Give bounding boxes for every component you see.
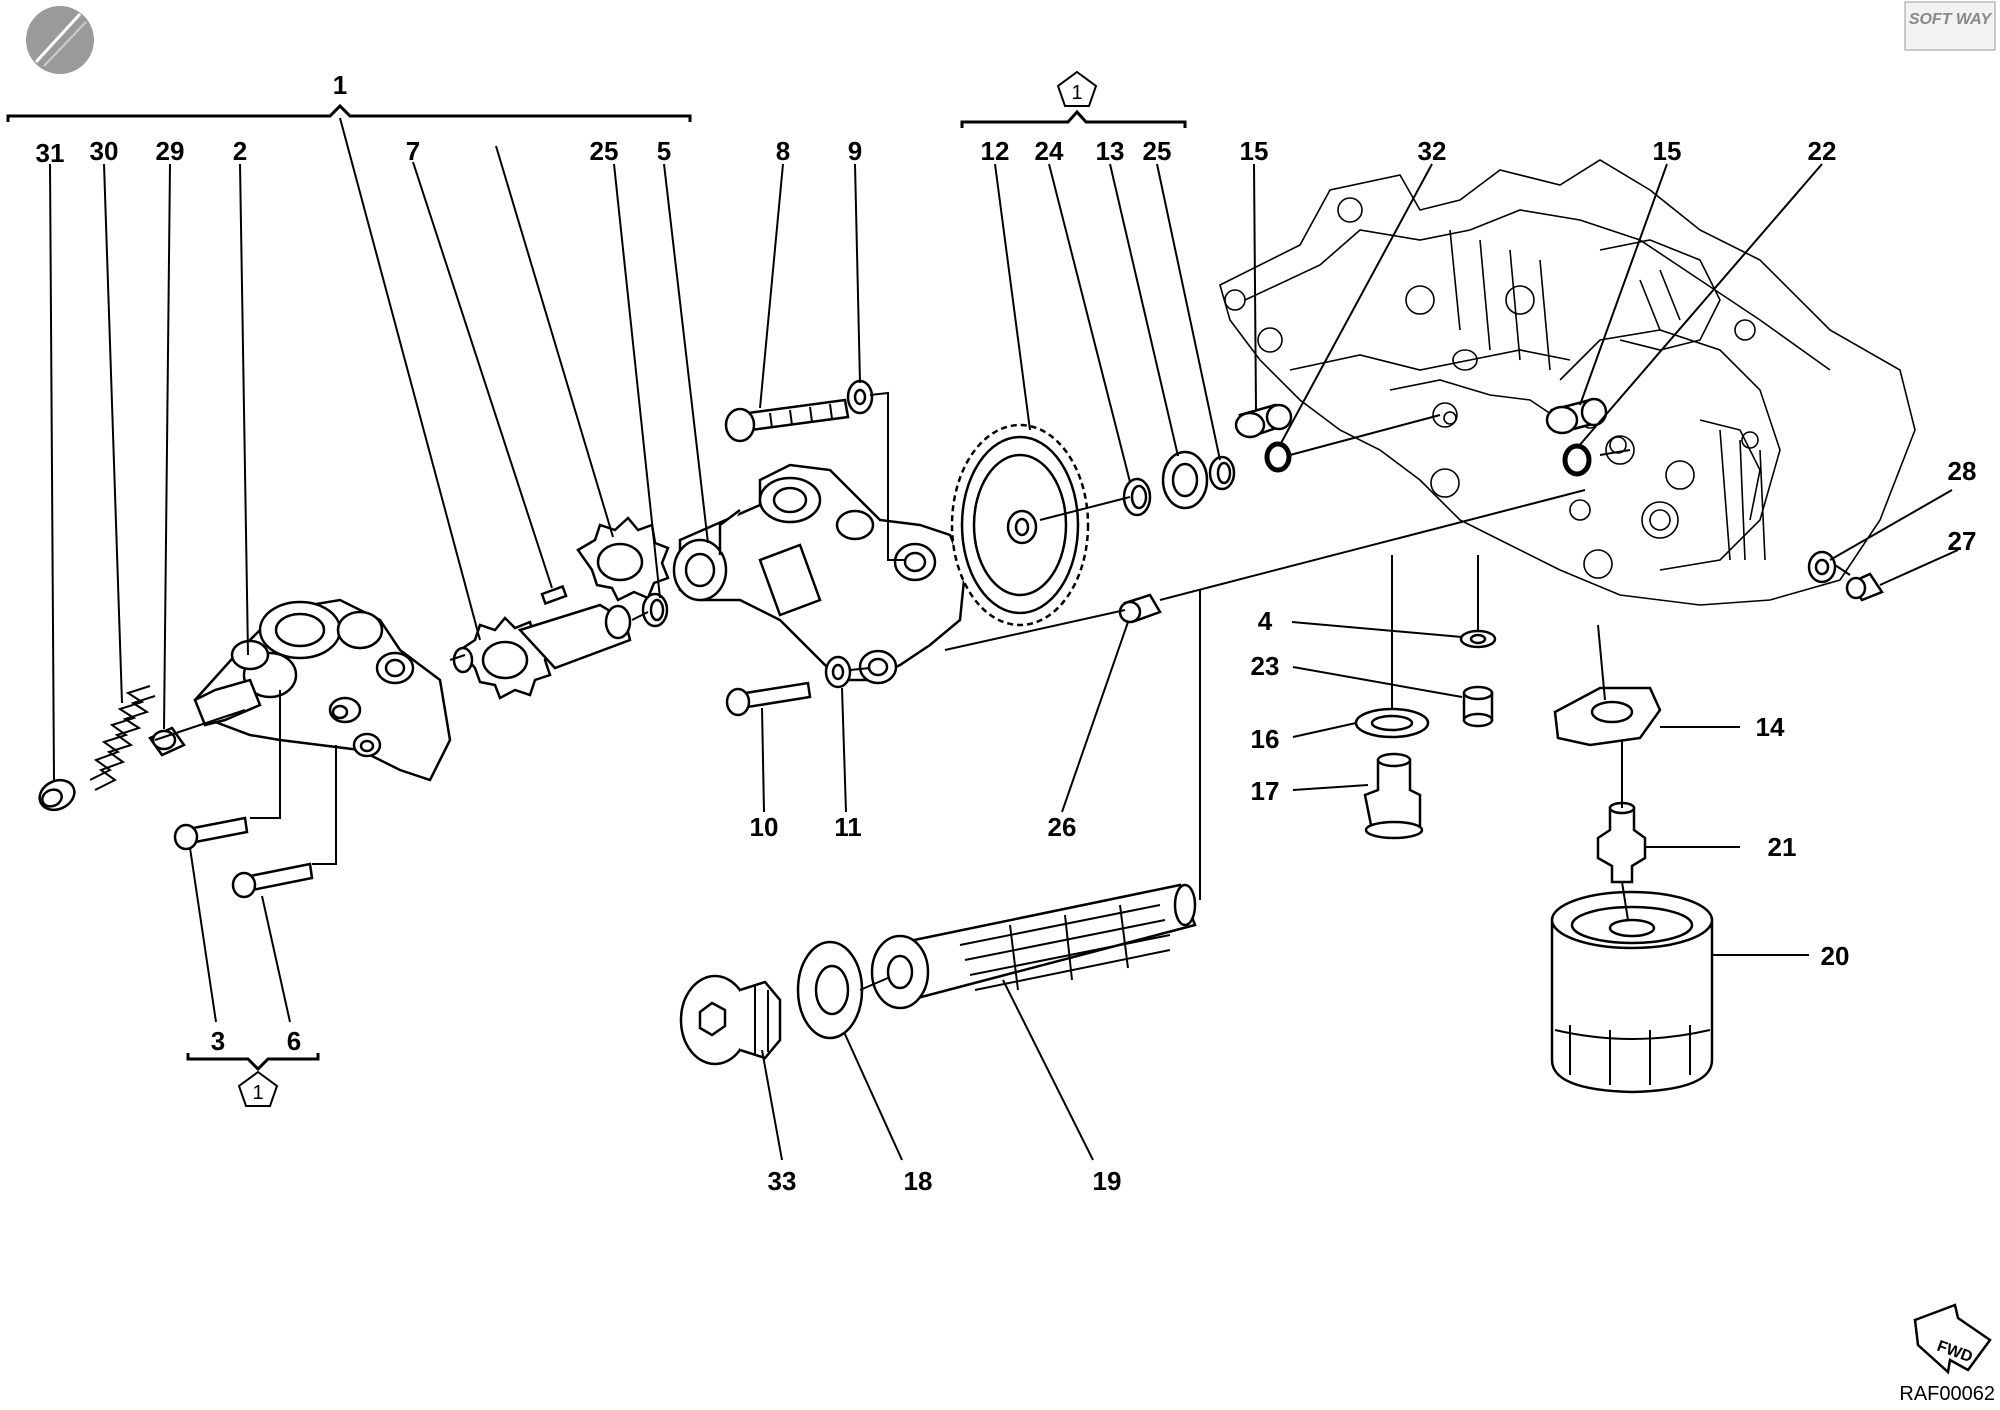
part-10-bolt[interactable] xyxy=(725,681,812,717)
part-17-drain-plug[interactable] xyxy=(1363,752,1424,840)
kit-bracket-bottom: 1 xyxy=(186,1053,320,1107)
callout-2: 2 xyxy=(233,136,247,166)
part-key[interactable] xyxy=(540,584,568,606)
callout-22: 22 xyxy=(1808,136,1837,166)
part-driven-gear[interactable] xyxy=(576,516,670,602)
part-15-bush[interactable] xyxy=(1545,397,1608,435)
group-bracket-1: 1 xyxy=(6,70,692,122)
part-23-plug[interactable] xyxy=(1462,685,1494,728)
callout-13: 13 xyxy=(1096,136,1125,166)
callout-31: 31 xyxy=(36,138,65,168)
kit-pentagon-icon xyxy=(237,1070,279,1107)
callout-15: 15 xyxy=(1653,136,1682,166)
callout-10: 10 xyxy=(750,812,779,842)
callout-21: 21 xyxy=(1768,832,1797,862)
part-33-plug[interactable] xyxy=(679,974,782,1066)
part-29-valve[interactable] xyxy=(148,726,186,757)
part-20-oil-filter[interactable] xyxy=(1550,890,1714,1094)
part-3-bolt[interactable] xyxy=(173,816,249,851)
part-27-plug[interactable] xyxy=(1845,572,1884,602)
assembly-lines xyxy=(154,391,1851,991)
callout-30: 30 xyxy=(90,136,119,166)
callout-4: 4 xyxy=(1258,606,1273,636)
callout-28: 28 xyxy=(1948,456,1977,486)
callout-25: 25 xyxy=(590,136,619,166)
part-16-washer[interactable] xyxy=(1354,707,1430,739)
part-4-washer[interactable] xyxy=(1459,629,1497,649)
circle-logo-icon xyxy=(26,6,94,74)
callout-11: 11 xyxy=(834,812,862,842)
part-18-washer[interactable] xyxy=(796,940,864,1040)
part-14-plate[interactable] xyxy=(1553,686,1662,747)
callout-27: 27 xyxy=(1948,526,1977,556)
callout-23: 23 xyxy=(1251,651,1280,681)
callout-17: 17 xyxy=(1251,776,1280,806)
part-6-bolt[interactable] xyxy=(231,862,314,899)
callout-18: 18 xyxy=(904,1166,933,1196)
callout-5: 5 xyxy=(657,136,671,166)
brand-mark: SOFT WAY xyxy=(1909,11,1993,28)
part-25-circlip[interactable] xyxy=(1208,455,1236,491)
kit-bracket-top: 1 xyxy=(960,70,1187,128)
callout-19: 19 xyxy=(1093,1166,1122,1196)
callout-33: 33 xyxy=(768,1166,797,1196)
part-8-bolt[interactable] xyxy=(724,398,850,443)
part-12-gear[interactable] xyxy=(950,423,1090,627)
part-30-spring[interactable] xyxy=(89,685,156,791)
part-15-bush[interactable] xyxy=(1234,403,1293,439)
kit-label-bottom: 1 xyxy=(252,1082,263,1104)
callout-3: 3 xyxy=(211,1026,225,1056)
part-26-dowel[interactable] xyxy=(1118,593,1162,624)
callout-29: 29 xyxy=(156,136,185,166)
part-21-union[interactable] xyxy=(1596,801,1647,884)
callout-20: 20 xyxy=(1821,941,1850,971)
softway-logo: SOFT WAY xyxy=(1904,1,1996,51)
callout-labels: 31 30 29 2 7 25 5 8 9 12 24 13 25 15 32 … xyxy=(36,136,1977,1196)
kit-pentagon-icon xyxy=(1056,70,1098,107)
callout-leaders xyxy=(49,117,1959,1161)
part-5-pump-body[interactable] xyxy=(672,463,967,685)
kit-label-top: 1 xyxy=(1071,82,1082,104)
callout-25: 25 xyxy=(1143,136,1172,166)
part-2-pump-cover[interactable] xyxy=(193,598,452,782)
part-32-o-ring[interactable] xyxy=(1264,441,1292,473)
part-28-washer[interactable] xyxy=(1807,550,1837,584)
part-11-washer[interactable] xyxy=(824,655,852,689)
callout-8: 8 xyxy=(776,136,790,166)
part-25-circlip[interactable] xyxy=(641,592,669,628)
callout-26: 26 xyxy=(1048,812,1077,842)
callout-9: 9 xyxy=(848,136,862,166)
part-22-o-ring[interactable] xyxy=(1562,443,1592,477)
drawing-code: RAF00062 xyxy=(1899,1383,1995,1405)
callout-7: 7 xyxy=(406,136,420,166)
callout-14: 14 xyxy=(1756,712,1785,742)
part-24-circlip[interactable] xyxy=(1122,477,1152,517)
callout-1: 1 xyxy=(333,70,347,100)
part-19-oil-strainer[interactable] xyxy=(870,883,1197,1010)
callout-12: 12 xyxy=(981,136,1010,166)
callout-16: 16 xyxy=(1251,724,1280,754)
part-9-washer[interactable] xyxy=(846,379,874,415)
part-7-drive-gear-shaft[interactable] xyxy=(452,603,632,700)
callout-24: 24 xyxy=(1035,136,1064,166)
callout-6: 6 xyxy=(287,1026,301,1056)
fwd-arrow-icon: FWD xyxy=(1913,1303,1992,1375)
callout-32: 32 xyxy=(1418,136,1447,166)
part-13-bearing[interactable] xyxy=(1161,450,1209,510)
part-31-plug[interactable] xyxy=(35,775,79,816)
crankcase-outline xyxy=(1219,159,1916,606)
callout-15: 15 xyxy=(1240,136,1269,166)
